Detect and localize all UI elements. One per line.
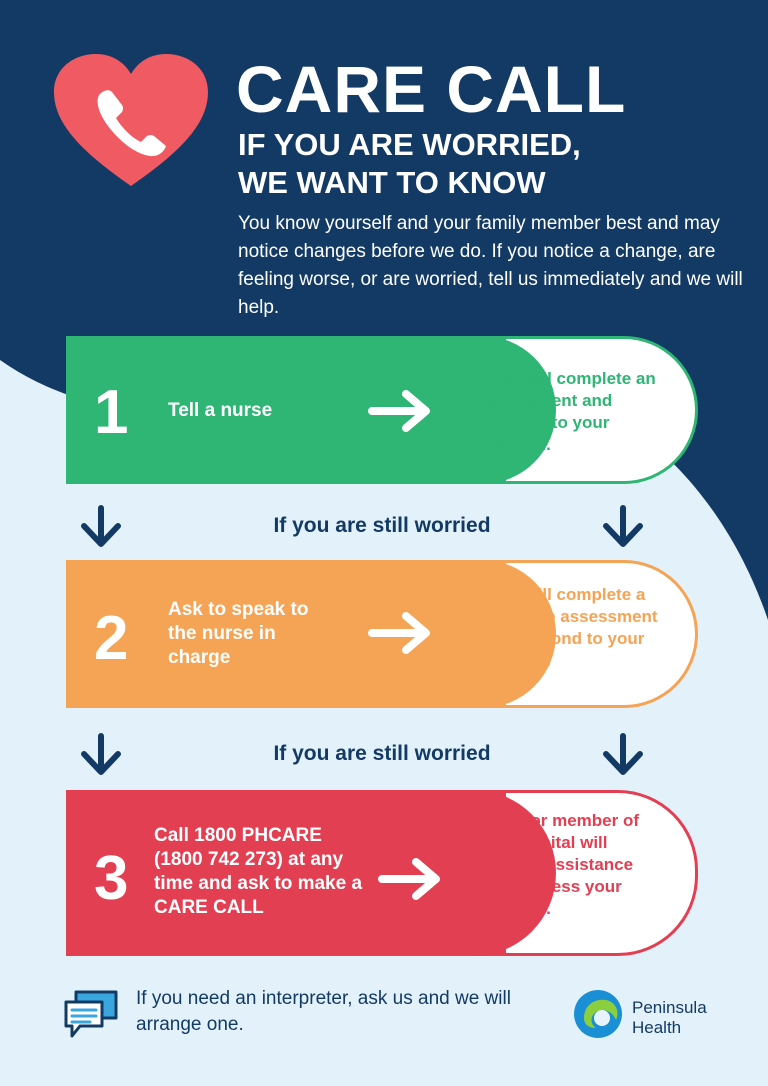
down-arrow-icon xyxy=(603,505,643,547)
step-3-action: Call 1800 PHCARE (1800 742 273) at any t… xyxy=(154,825,363,918)
connector-2: If you are still worried xyxy=(66,728,698,788)
down-arrow-icon xyxy=(603,733,643,775)
step-1-action: Tell a nurse xyxy=(168,400,273,421)
step-3-card: 3 Call 1800 PHCARE (1800 742 273) at any… xyxy=(66,790,698,956)
connector-1: If you are still worried xyxy=(66,500,698,560)
step-1-number: 1 xyxy=(94,378,129,447)
speech-bubbles-icon xyxy=(64,990,118,1038)
step-3-result: A senior member of the hospital will pro… xyxy=(480,811,640,918)
right-arrow-icon xyxy=(378,858,440,900)
page-subtitle: IF YOU ARE WORRIED, WE WANT TO KNOW xyxy=(238,126,718,202)
interpreter-text: If you need an interpreter, ask us and w… xyxy=(136,988,511,1035)
step-3-action-curve xyxy=(416,790,556,956)
connector-1-text: If you are still worried xyxy=(273,514,491,537)
page-title: CARE CALL xyxy=(236,52,627,126)
down-arrow-icon xyxy=(81,733,121,775)
step-2-action-curve xyxy=(416,560,556,708)
step-3-number: 3 xyxy=(94,844,129,913)
intro-text: You know yourself and your family member… xyxy=(238,213,743,318)
logo-line-1: Peninsula xyxy=(632,998,707,1017)
right-arrow-icon xyxy=(368,612,430,654)
step-2-number: 2 xyxy=(94,604,129,673)
logo-text: Peninsula Health xyxy=(632,998,707,1038)
subtitle-line-1: IF YOU ARE WORRIED, xyxy=(238,127,581,162)
logo-line-2: Health xyxy=(632,1018,682,1037)
heart-phone-icon xyxy=(54,54,208,186)
step-1-action-curve xyxy=(416,336,556,484)
right-arrow-icon xyxy=(368,390,430,432)
step-2-result: They will complete a follow-up assessmen… xyxy=(480,585,658,670)
peninsula-health-logo-icon xyxy=(574,990,622,1038)
step-1-card: 1 Tell a nurse They will complete an ass… xyxy=(66,336,698,484)
step-2-action: Ask to speak to the nurse in charge xyxy=(168,599,309,668)
step-1-result: They will complete an assessment and res… xyxy=(480,369,656,454)
down-arrow-icon xyxy=(81,505,121,547)
subtitle-line-2: WE WANT TO KNOW xyxy=(238,165,546,200)
connector-2-text: If you are still worried xyxy=(273,742,491,765)
step-2-card: 2 Ask to speak to the nurse in charge Th… xyxy=(66,560,698,708)
